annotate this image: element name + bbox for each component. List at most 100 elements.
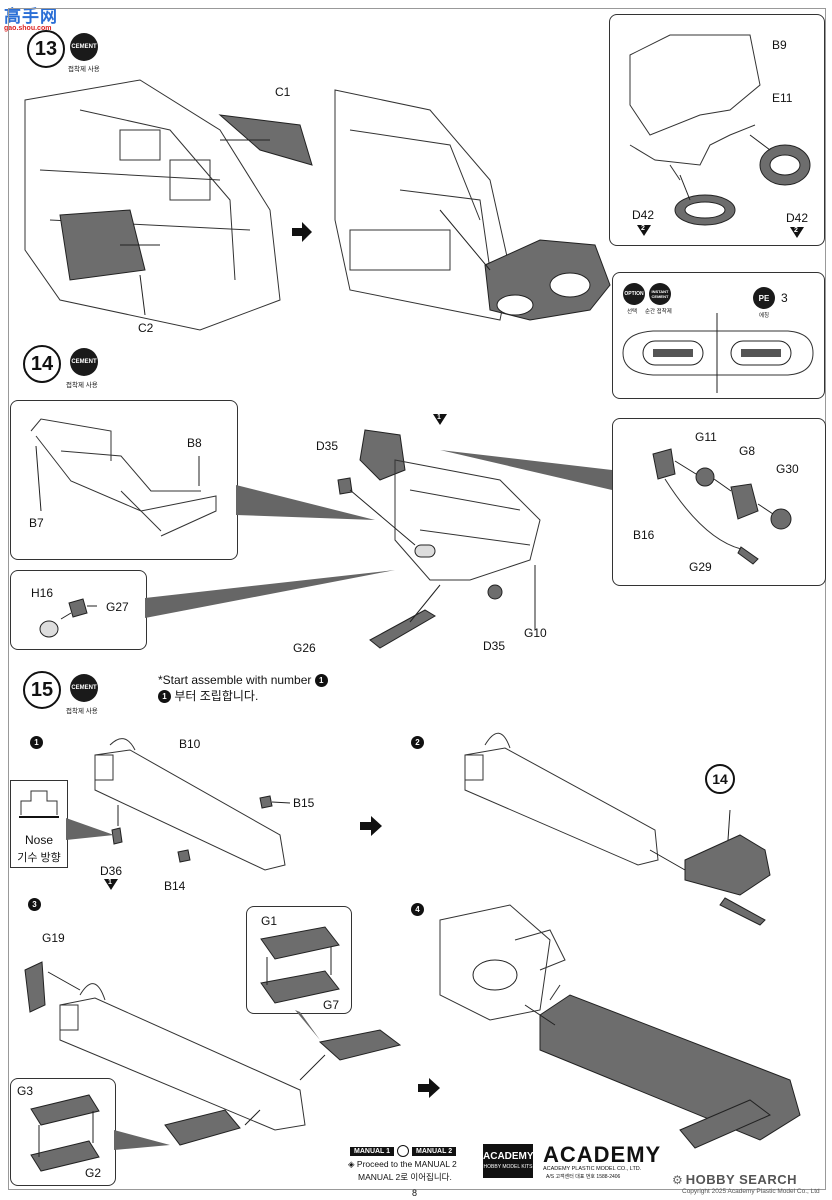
- hobby-search-watermark: ⚙ HOBBY SEARCH: [672, 1172, 797, 1187]
- g1-g7-diagram: [260, 926, 340, 1004]
- sub-step-2-diagram: [464, 732, 771, 926]
- page-number: 8: [412, 1188, 418, 1198]
- manual-1-tag: MANUAL 1: [350, 1146, 395, 1156]
- page-frame: [8, 8, 826, 1190]
- part-label-g10: G10: [524, 626, 547, 640]
- step-14-main-diagram: [337, 429, 541, 649]
- h16-g27-diagram: [39, 598, 97, 638]
- exhaust-detail-diagram: [629, 34, 811, 226]
- part-label-g19: G19: [42, 931, 65, 945]
- pe-part-number: 3: [781, 291, 788, 305]
- step-13-diagram: [24, 79, 611, 331]
- proceed-bullet-icon: ◈: [348, 1159, 357, 1169]
- part-label-g30: G30: [776, 462, 799, 476]
- step-15-note-ko: 부터 조립합니다.: [174, 689, 259, 703]
- step-13-detail-exhaust-panel: B9 E11 D42 2 D42 2: [609, 14, 825, 246]
- instant-cement-caption: 순간 접착제: [645, 309, 672, 315]
- academy-box-title: ACADEMY: [483, 1151, 534, 1162]
- part-label-g7: G7: [323, 998, 340, 1012]
- cement-caption: 접착제 사용: [68, 66, 100, 73]
- part-label-c2: C2: [138, 321, 154, 335]
- note-marker-1-ko: 1: [158, 690, 171, 704]
- part-label-b7: B7: [29, 516, 44, 530]
- step-14-detail-h16-g27-panel: H16 G27: [10, 570, 147, 650]
- step-14-detail-gear-panel: G11 G8 G30 B16 G29: [612, 418, 826, 586]
- pe-grille-diagram: [622, 313, 814, 393]
- nose-label-en: Nose: [24, 833, 53, 847]
- watermark-logo: 高手网 gao.shou.com: [4, 2, 58, 32]
- part-label-g2: G2: [85, 1166, 102, 1180]
- quantity-marker-d42-left: 2: [637, 225, 651, 236]
- part-label-d36: D36: [100, 864, 123, 878]
- academy-wordmark: ACADEMY: [543, 1142, 662, 1167]
- sub-step-3-marker: 3: [28, 898, 41, 911]
- step-15-flow-arrow-1: [360, 816, 382, 836]
- d36-marker: 1: [104, 879, 118, 890]
- part-label-c1: C1: [275, 85, 291, 99]
- part-label-g26: G26: [293, 641, 316, 655]
- step-15-number: 15: [23, 671, 61, 709]
- proceed-note-ko: MANUAL 2로 이어집니다.: [358, 1172, 452, 1182]
- instant-cement-icon: INSTANT CEMENT: [649, 283, 671, 305]
- nose-direction-icon: [19, 790, 59, 818]
- sub-step-4-diagram: [439, 904, 801, 1149]
- proceed-note-en: ◈ Proceed to the MANUAL 2: [348, 1159, 457, 1169]
- quantity-marker-d42-right: 2: [790, 227, 804, 238]
- cement-icon: CEMENT: [70, 33, 98, 61]
- part-label-d42-right: D42: [786, 211, 809, 225]
- step-13-option-pe-panel: OPTION 선택 INSTANT CEMENT 순간 접착제 PE 3 에칭: [612, 272, 825, 399]
- pe-icon: PE: [753, 287, 775, 309]
- note-marker-1: 1: [314, 674, 328, 688]
- academy-box-logo: ACADEMY HOBBY MODEL KITS: [483, 1144, 534, 1178]
- gear-detail-diagram: [652, 448, 792, 565]
- sub-step-3-detail-g3-g2-panel: G3 G2: [10, 1078, 116, 1186]
- part-label-g29: G29: [689, 560, 712, 574]
- step-14-callout-wedges: [145, 450, 612, 618]
- step-13-number: 13: [27, 30, 65, 68]
- academy-company-name: ACADEMY PLASTIC MODEL CO., LTD.: [543, 1166, 642, 1172]
- nose-callout-wedge: [66, 818, 114, 840]
- cement-caption: 접착제 사용: [66, 708, 98, 715]
- part-label-b10: B10: [179, 737, 201, 751]
- nose-direction-box: Nose 기수 방향: [10, 780, 68, 868]
- part-label-b8: B8: [187, 436, 202, 450]
- manual-nav: MANUAL 1 MANUAL 2: [350, 1145, 457, 1157]
- part-label-g1: G1: [261, 914, 278, 928]
- academy-phone: A/S 고객센터 대표 번호 1588-2406: [546, 1174, 621, 1180]
- sub-step-3-detail-g1-g7-panel: G1 G7: [246, 906, 352, 1014]
- step-15-note-en: *Start assemble with number: [158, 673, 312, 687]
- part-label-b9: B9: [772, 38, 787, 52]
- step-14-detail-b7-b8-panel: B8 B7: [10, 400, 238, 560]
- sub-step-2-marker: 2: [411, 736, 424, 749]
- b7-b8-diagram: [30, 418, 217, 537]
- option-caption: 선택: [627, 309, 638, 315]
- part-label-e11: E11: [772, 91, 793, 105]
- watermark-title: 高手网: [4, 7, 58, 26]
- hobby-search-icon: ⚙: [672, 1172, 683, 1187]
- cement-icon: CEMENT: [70, 348, 98, 376]
- step-14-marker: 1: [433, 414, 447, 425]
- sub-step-2-ref-14: 14: [705, 764, 735, 794]
- sub-step-3-callout-wedges: [114, 1010, 320, 1150]
- hobby-search-text: HOBBY SEARCH: [685, 1172, 797, 1187]
- copyright: Copyright 2025 Academy Plastic Model Co.…: [682, 1188, 820, 1195]
- part-label-g27: G27: [106, 600, 129, 614]
- part-label-b16: B16: [633, 528, 655, 542]
- part-label-h16: H16: [31, 586, 54, 600]
- manual-2-tag: MANUAL 2: [412, 1146, 457, 1156]
- option-icon: OPTION: [623, 283, 645, 305]
- pe-caption: 에칭: [759, 313, 770, 319]
- step-15-note: *Start assemble with number 1 1 부터 조립합니다…: [158, 672, 328, 704]
- part-label-b14: B14: [164, 879, 186, 893]
- sub-step-3-diagram: [24, 961, 402, 1146]
- cement-caption: 접착제 사용: [66, 382, 98, 389]
- sub-step-4-marker: 4: [411, 903, 424, 916]
- g3-g2-diagram: [30, 1094, 100, 1172]
- part-label-b15: B15: [293, 796, 315, 810]
- manual-link-icon: [397, 1145, 410, 1157]
- part-label-d35-bottom: D35: [483, 639, 506, 653]
- part-label-g11: G11: [695, 430, 717, 444]
- sub-step-1-marker: 1: [30, 736, 43, 749]
- part-label-g3: G3: [17, 1084, 34, 1098]
- watermark-url: gao.shou.com: [4, 25, 52, 32]
